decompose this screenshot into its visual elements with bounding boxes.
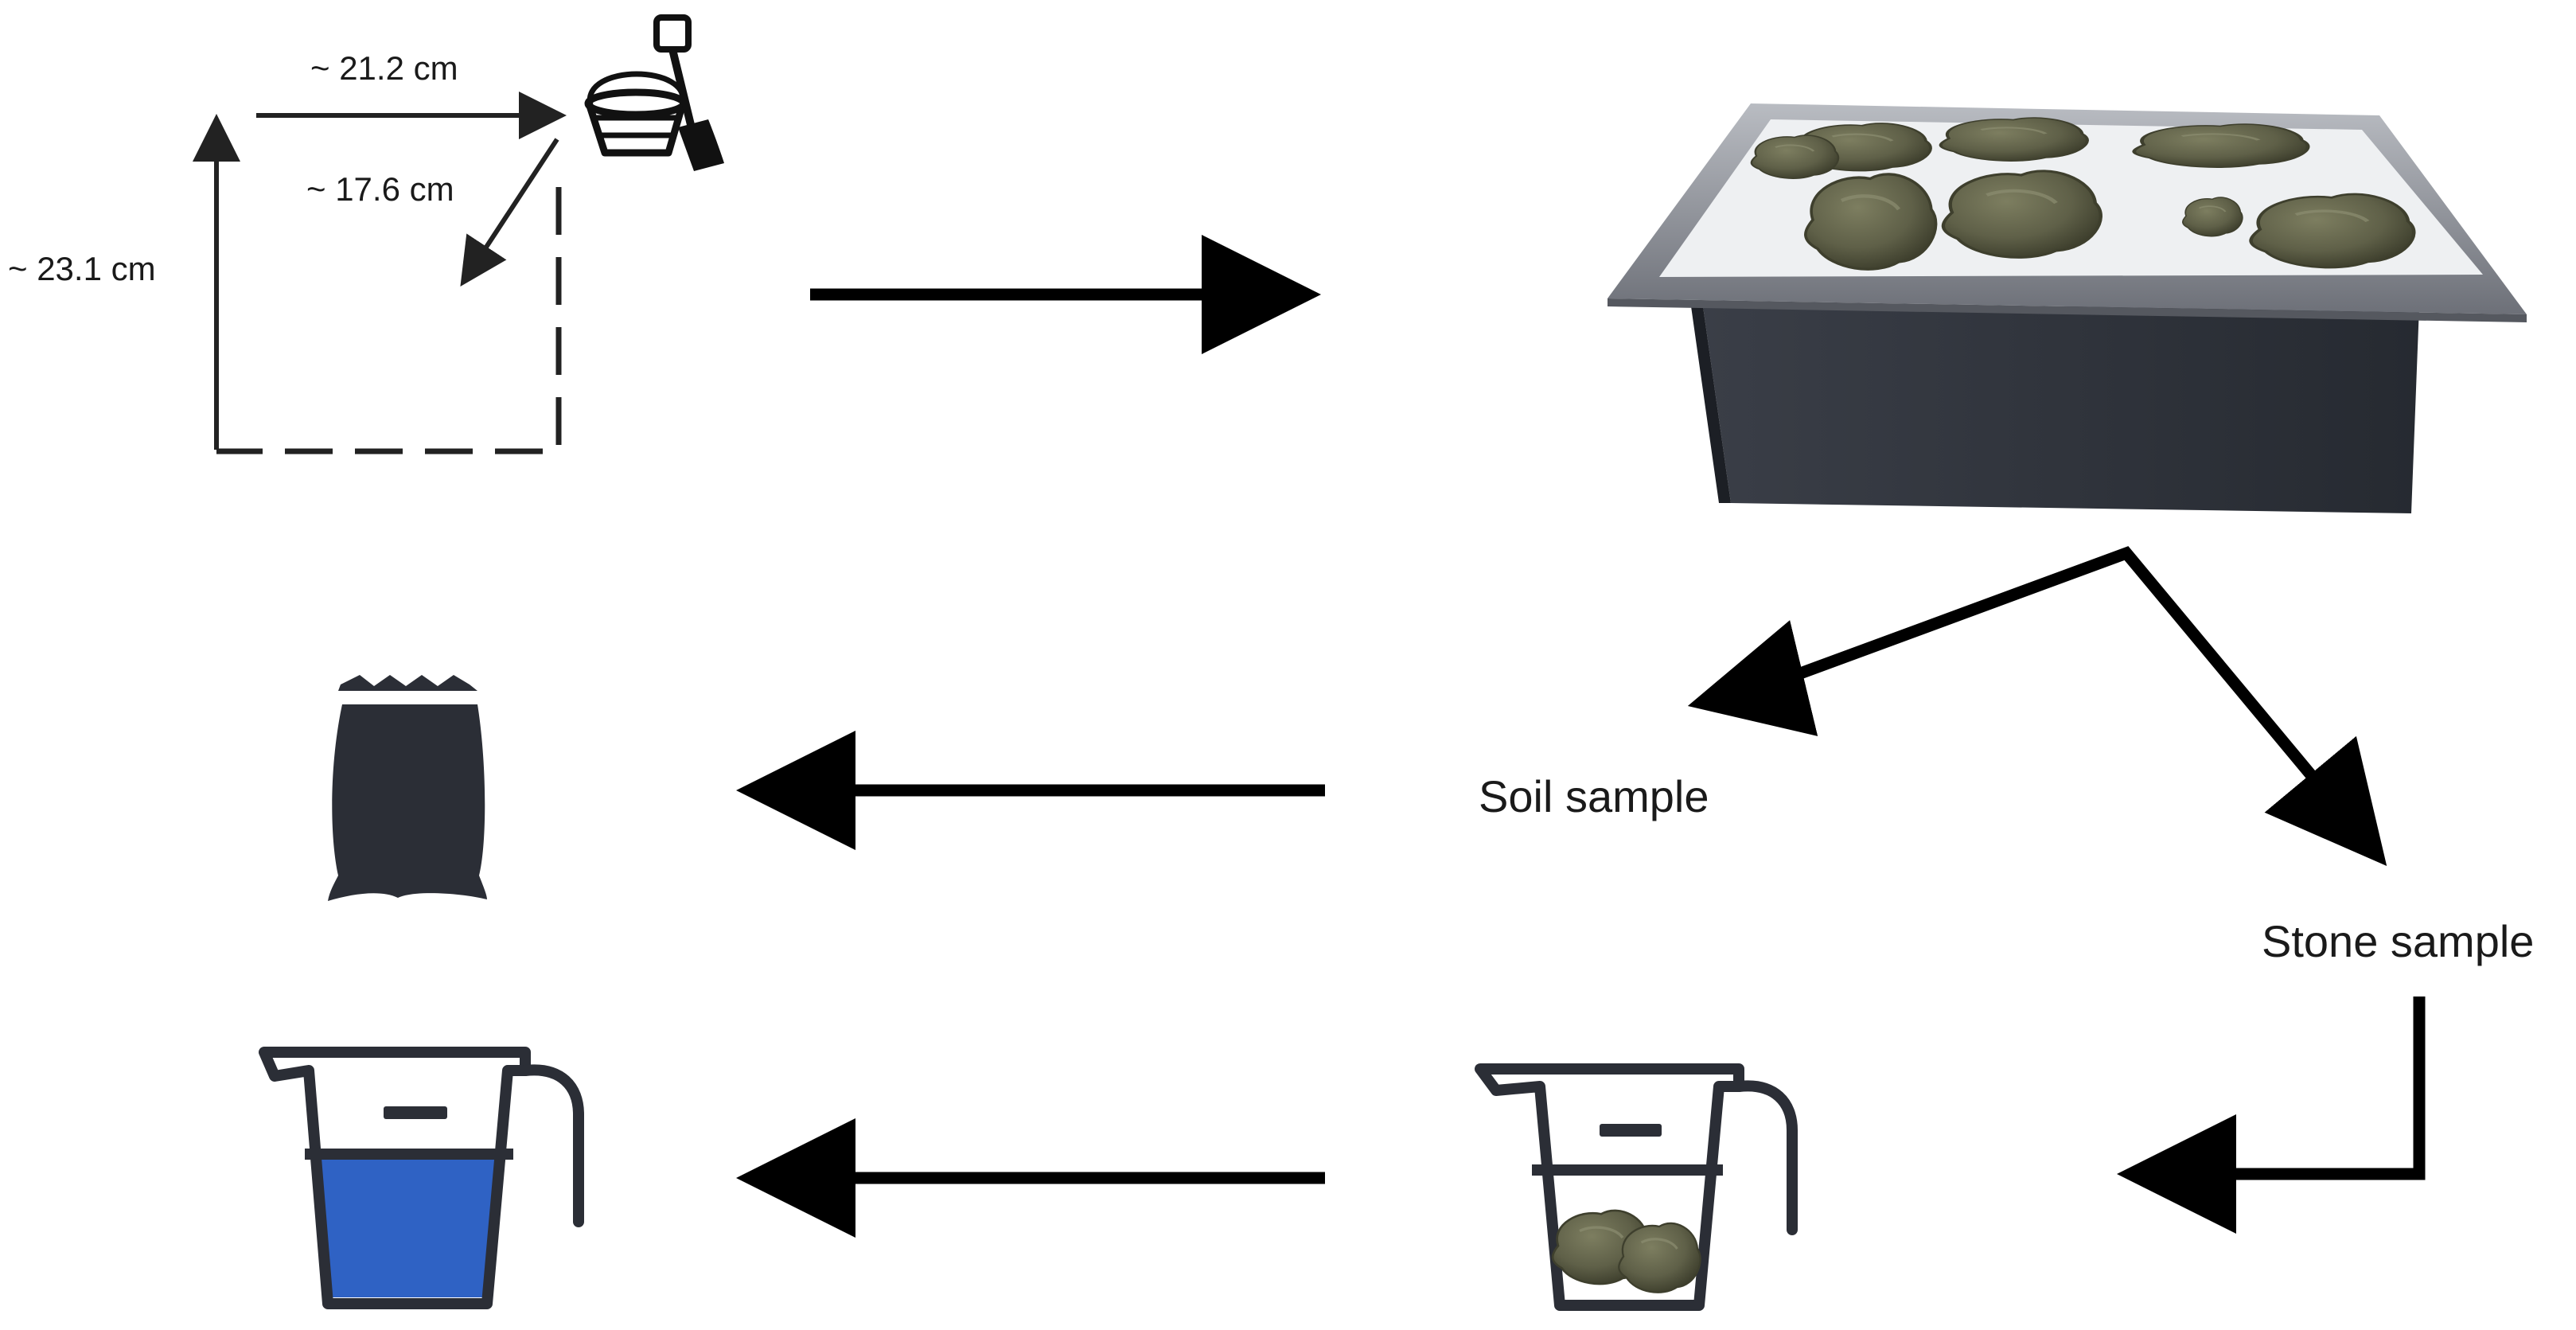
arrow-stone-to-jug (2117, 997, 2426, 1234)
sampling-frame: ~ 21.2 cm ~ 17.6 cm ~ 23.1 cm (8, 49, 567, 454)
split-stem (1724, 546, 2387, 867)
soil-bag-icon (328, 675, 487, 901)
arrow-to-soil (1687, 620, 1818, 736)
frame-dashed-outline (216, 187, 562, 454)
width-label: ~ 21.2 cm (310, 49, 458, 87)
soil-sample-label: Soil sample (1479, 771, 1709, 821)
bucket-and-shovel-icon (584, 14, 724, 171)
stone-sample-label: Stone sample (2262, 916, 2534, 966)
height-label: ~ 23.1 cm (8, 250, 156, 287)
sample-tray-illustration (1608, 103, 2527, 513)
depth-label: ~ 17.6 cm (306, 170, 454, 208)
stone-measuring-jug-icon (1475, 1063, 1798, 1311)
split-arrows (1687, 546, 2387, 867)
depth-arrow (460, 138, 559, 287)
water-measuring-jug-icon (259, 1047, 584, 1309)
